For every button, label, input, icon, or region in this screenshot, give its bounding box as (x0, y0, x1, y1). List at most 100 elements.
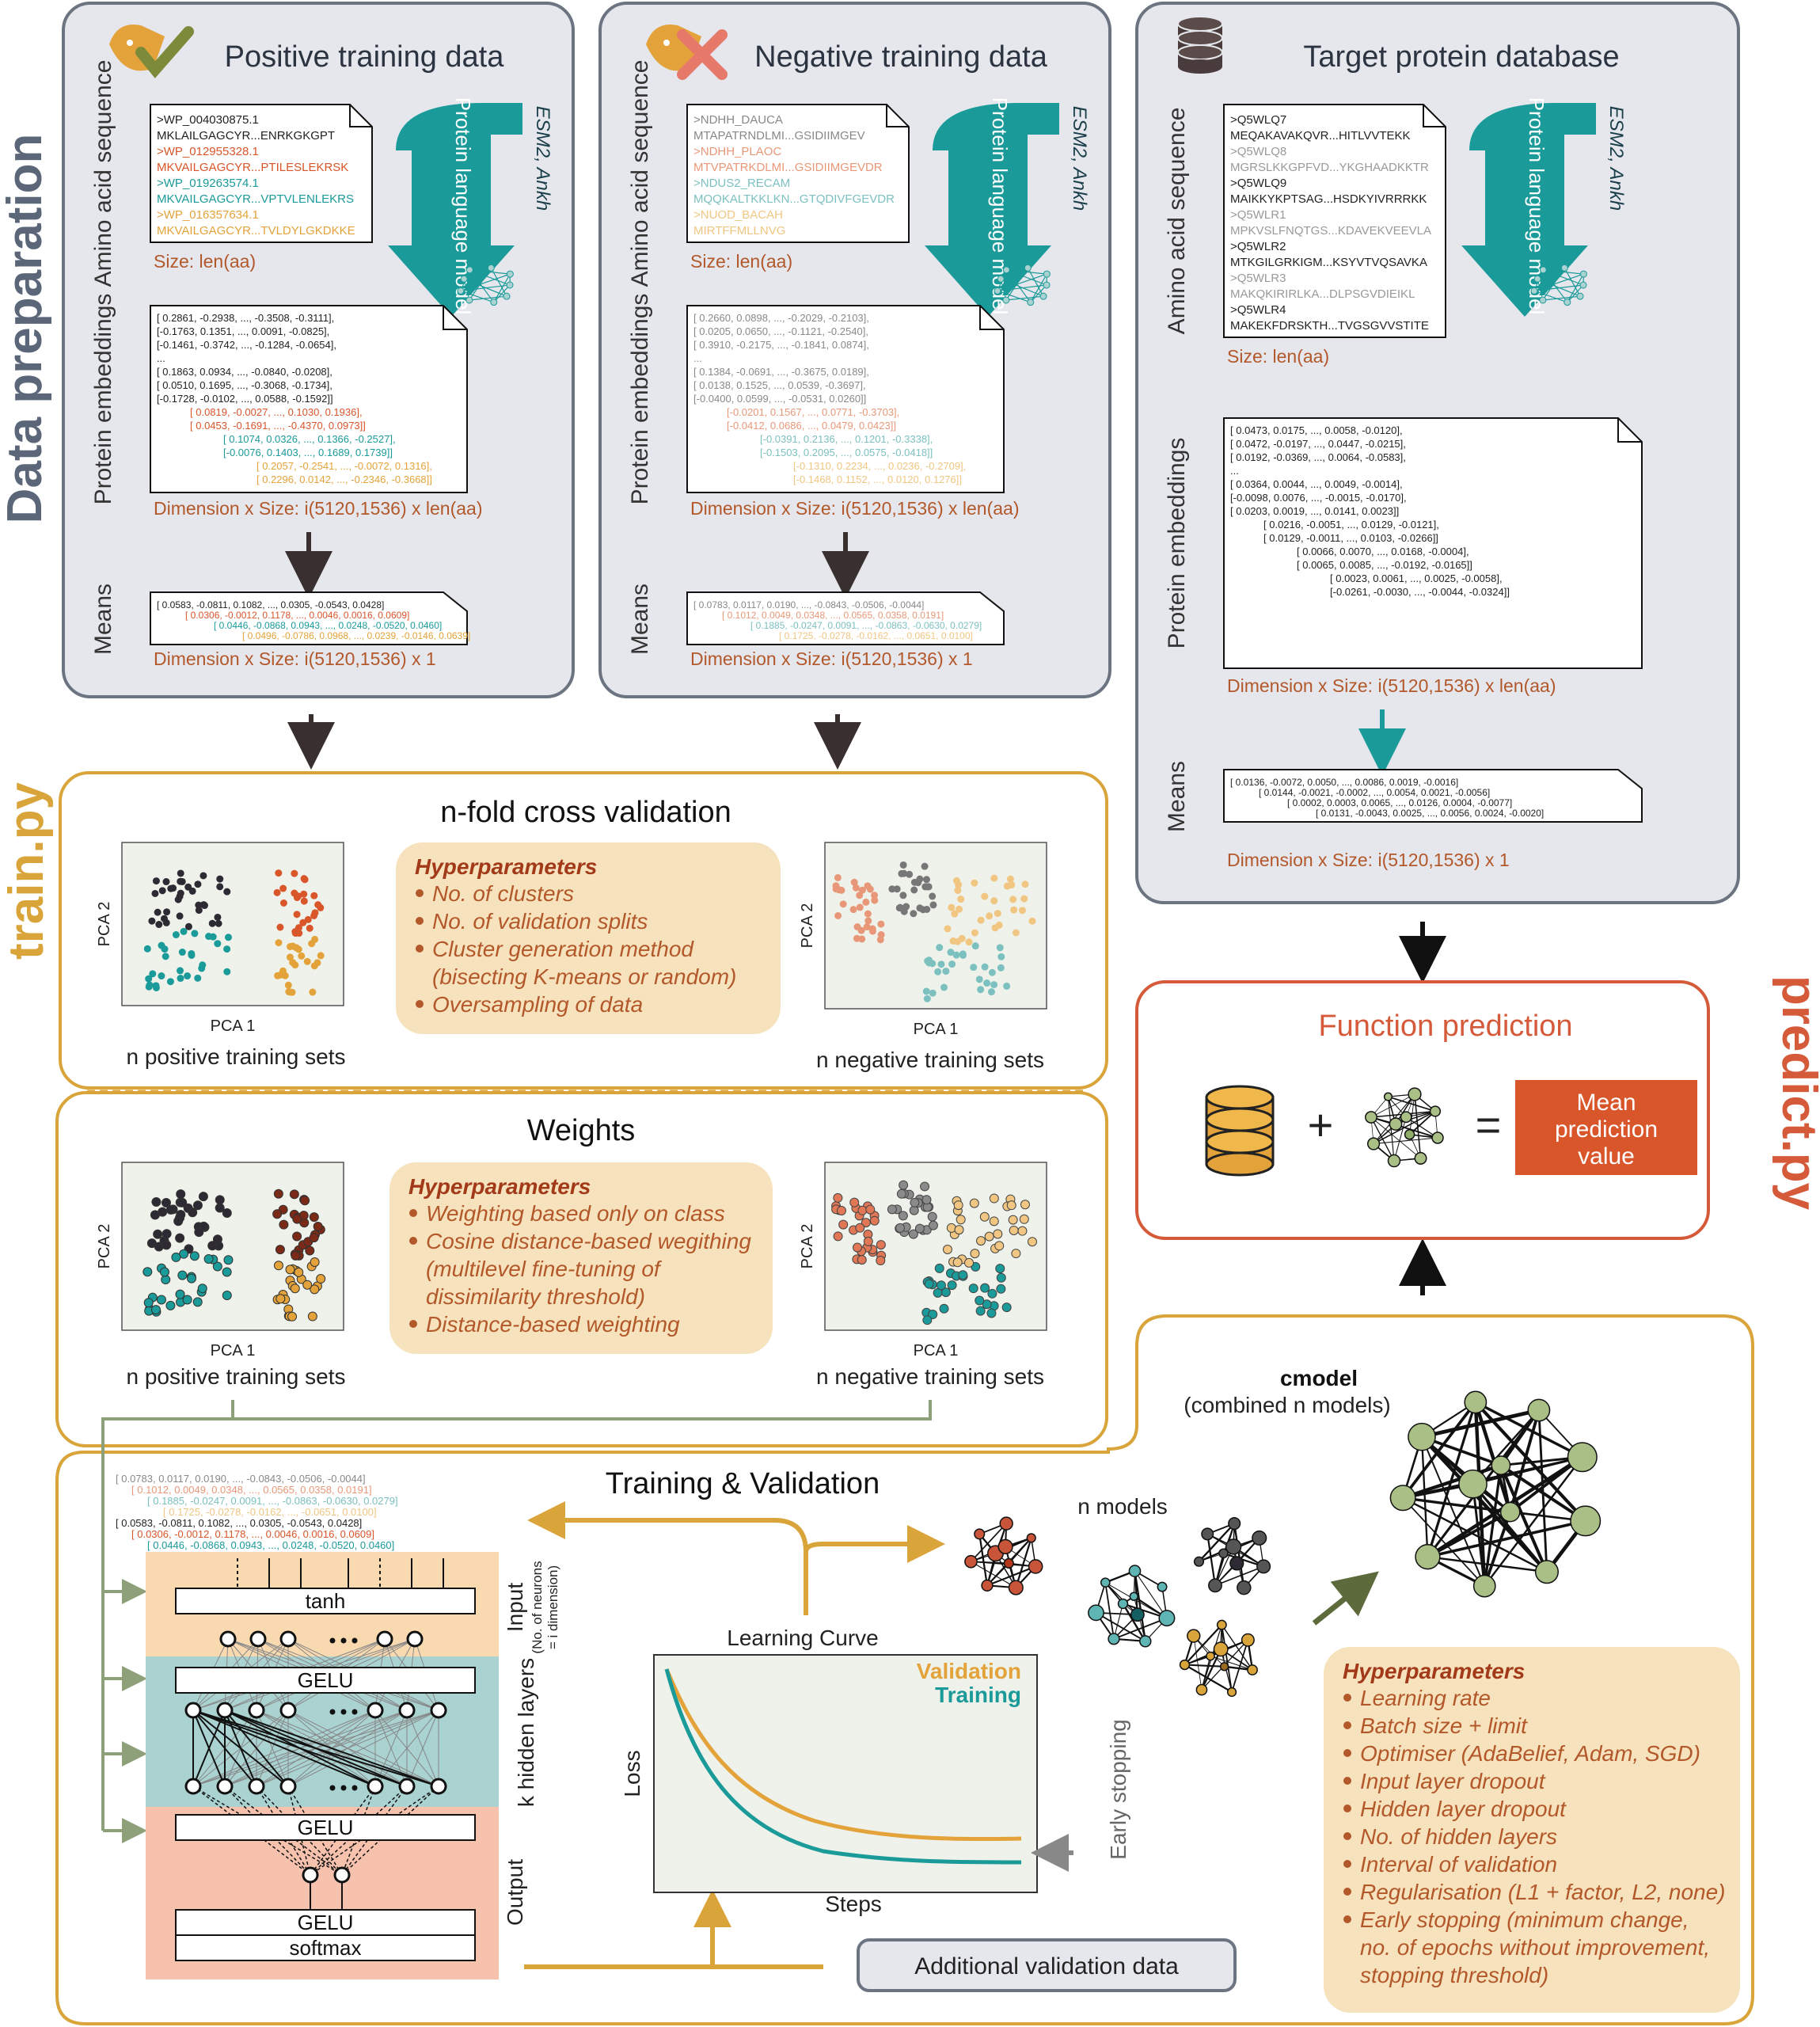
pca-point (975, 1295, 985, 1306)
sequence-line: >Q5WLR3 (1230, 272, 1286, 285)
network-node (997, 1538, 1013, 1555)
plm-net-edge (1542, 295, 1581, 301)
hyperparameter-bullet (416, 917, 424, 925)
pca-point (212, 1234, 222, 1245)
pca-point (871, 892, 879, 899)
pca-point (197, 1284, 207, 1294)
pca-point (304, 915, 312, 923)
pca-point (195, 901, 203, 909)
nn-edge (374, 1709, 408, 1787)
pca-point (864, 910, 872, 918)
pca-point (983, 979, 991, 987)
target-database-panel: Target protein database>Q5WLQ7MEQAKAVAKQ… (1135, 2, 1740, 904)
nn-neuron (279, 1630, 297, 1648)
sequence-line: >NDUS2_RECAM (693, 177, 790, 190)
nn-neuron (430, 1702, 447, 1719)
network-edge (1421, 1408, 1540, 1439)
pca-point (955, 881, 963, 889)
learning-curve-title: Learning Curve (727, 1626, 878, 1650)
pca-point (292, 1214, 302, 1224)
database-icon-disc (1177, 44, 1223, 60)
pca-point (971, 879, 978, 887)
means-file (1223, 769, 1643, 823)
embedding-line: [ 0.0138, 0.1525, ..., 0.0539, -0.3697], (693, 379, 866, 391)
plm-net-node (1533, 275, 1541, 283)
nn-neurons (184, 1630, 447, 1884)
network-node (1237, 1580, 1252, 1595)
pca-point (309, 1233, 319, 1243)
embedding-line: [ 0.0364, 0.0044, ..., 0.0049, -0.0014], (1230, 478, 1403, 490)
pca-point (990, 897, 998, 905)
pca-point (287, 1311, 298, 1322)
embedding-line: ... (693, 352, 702, 364)
network-node (1100, 1577, 1111, 1588)
nn-neuron (249, 1630, 267, 1648)
pca-point (1010, 906, 1018, 914)
pca-point (957, 896, 965, 903)
pca-point (975, 975, 983, 983)
validation-curve (664, 1668, 1022, 1842)
pca-axis-y: PCA 2 (799, 1224, 816, 1269)
network-edge (1134, 1570, 1146, 1642)
hyperparameter-item: Cluster generation method (432, 937, 694, 961)
pca-point (895, 1223, 906, 1233)
network-node (1365, 1111, 1377, 1124)
embedding-line: ... (157, 352, 165, 364)
pca-point (969, 1198, 979, 1208)
means-file (686, 591, 1005, 645)
database-icon-base (1205, 1151, 1275, 1177)
network-node (1201, 1527, 1214, 1541)
plm-net-edge (469, 269, 511, 275)
pca-point (857, 1205, 868, 1215)
pca-point (849, 1197, 860, 1207)
plm-net-edge (469, 269, 511, 286)
embedding-line: [-0.0098, 0.0076, ..., -0.0015, -0.0170]… (1230, 492, 1407, 504)
pca-point (159, 1267, 169, 1277)
nn-edge (256, 1709, 289, 1787)
network-edge (1193, 1635, 1203, 1690)
pca-point (852, 884, 860, 892)
pca-point (223, 968, 231, 975)
network-node (1028, 1559, 1043, 1574)
pca-point (306, 924, 313, 932)
nn-neuron (184, 1702, 202, 1719)
pca-point (910, 886, 918, 894)
network-node (1108, 1633, 1120, 1645)
hyperparameter-item: No. of validation splits (432, 909, 648, 934)
network-edge (1402, 1497, 1485, 1587)
network-edge (1198, 1523, 1236, 1563)
network-node (1208, 1578, 1222, 1593)
pca-point (309, 988, 317, 996)
pca-point (948, 960, 956, 968)
nn-neuron (302, 1866, 319, 1884)
plm-net-node (1564, 299, 1571, 306)
cv-title: n-fold cross validation (440, 796, 731, 829)
dimension-label: Dimension x Size: i(5120,1536) x len(aa) (154, 498, 482, 519)
pca-point (1006, 875, 1014, 883)
network-edge (1008, 1537, 1032, 1565)
embedding-line: [ 0.1384, -0.0691, ..., -0.3675, 0.0189]… (693, 366, 869, 378)
hyperparameter-bullet (409, 1320, 417, 1328)
embedding-line: [-0.0400, 0.0599, ..., -0.0531, 0.0260]] (693, 393, 866, 405)
pca-point (285, 1264, 295, 1275)
plm-net-node (465, 296, 473, 304)
plm-net-node (1539, 296, 1547, 304)
hyperparameter-bullet (1343, 1805, 1351, 1812)
sequence-line: MKVAILGAGCYR...TVLDYLGKDKKE (157, 224, 355, 238)
plm-arrow (1461, 103, 1596, 317)
hyperparameter-item: Optimiser (AdaBelief, Adam, SGD) (1360, 1741, 1700, 1766)
pca-point (289, 1189, 299, 1200)
network-edge (1184, 1624, 1223, 1666)
layer-gelu-box-2 (175, 1814, 476, 1841)
sequence-line: >WP_012955328.1 (157, 145, 259, 158)
hyperparameter-item: No. of clusters (432, 881, 574, 906)
pca-point (294, 1267, 304, 1277)
sequence-line: MTAPATRNDLMI...GSIDIIMGEV (693, 129, 865, 143)
pca-point (145, 975, 153, 983)
pca-point (922, 1315, 933, 1325)
nn-input-sub1: (No. of neurons (530, 1561, 545, 1653)
pca-point (996, 1272, 1006, 1283)
pca-point (294, 945, 302, 953)
pca-point (203, 1253, 214, 1264)
means-line: [ 0.0306, -0.0012, 0.1178, ..., 0.0046, … (185, 610, 409, 621)
